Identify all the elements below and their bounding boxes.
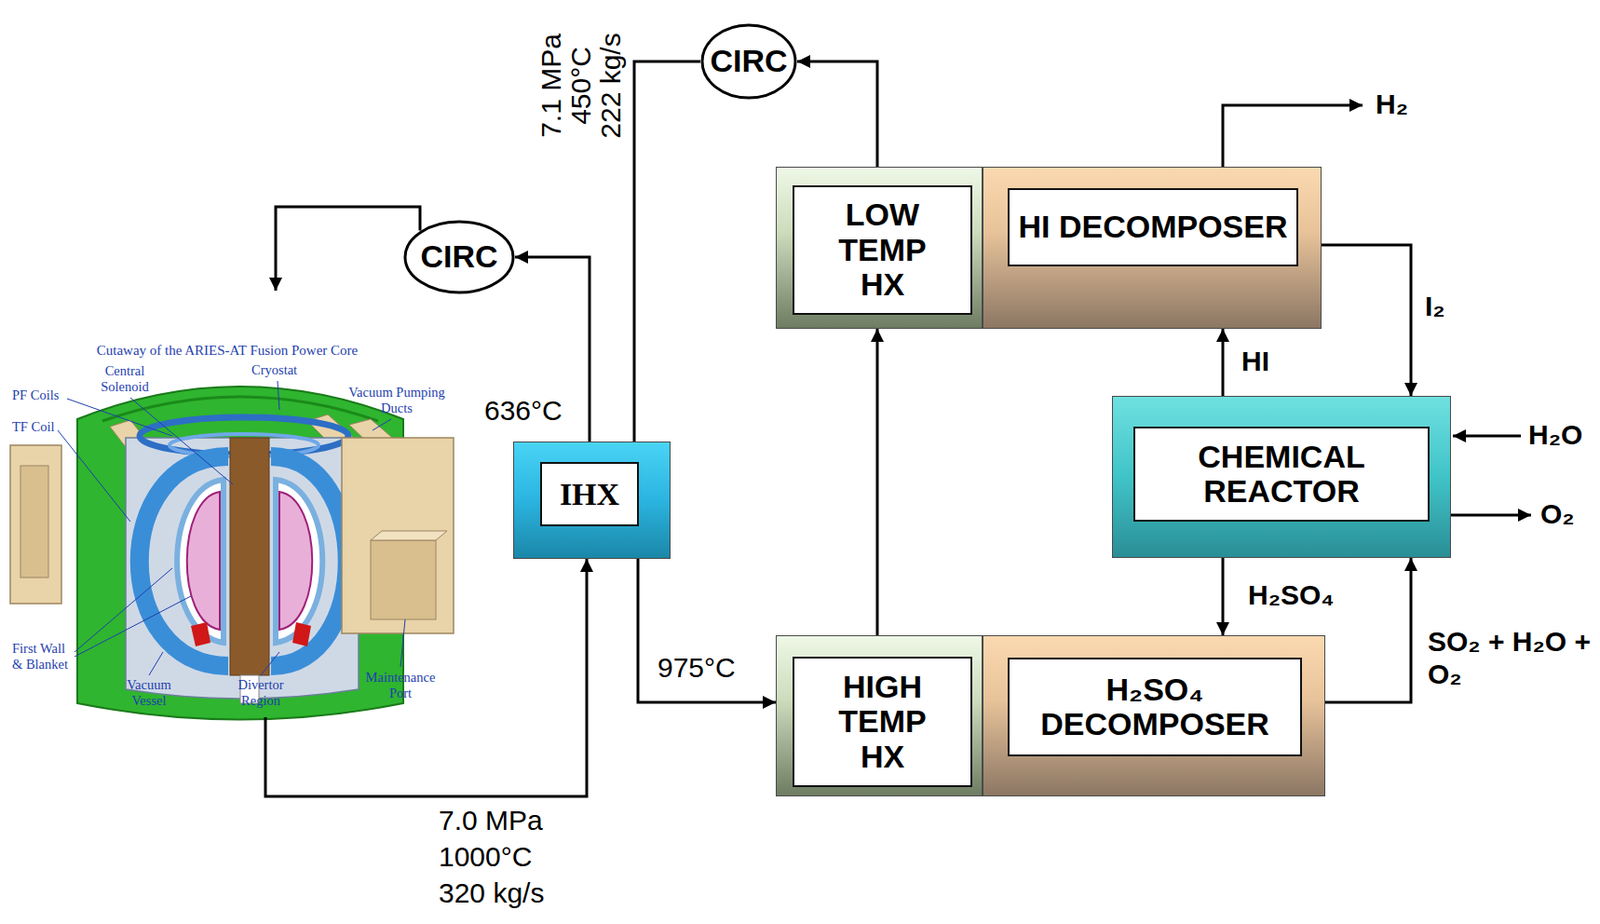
edge-label: H₂SO₄ [1247, 579, 1335, 612]
label-panel: IHX [540, 461, 639, 527]
node-label: CIRC [709, 43, 787, 79]
drawing-part [341, 437, 454, 634]
drawing-part [20, 465, 49, 578]
heat-exchanger-box: HIGH TEMP HX [775, 635, 983, 797]
label-panel: CHEMICAL REACTOR [1133, 426, 1430, 522]
node-label: LOW TEMP HX [813, 197, 953, 302]
heat-exchanger-box: LOW TEMP HX [775, 166, 983, 329]
label-panel: HIGH TEMP HX [792, 656, 973, 787]
leader-lines [57, 380, 406, 676]
edge-label: SO₂ + H₂O + O₂ [1427, 625, 1594, 691]
heat-exchanger-box: IHX [513, 441, 671, 559]
part-label: Vacuum Vessel [114, 677, 184, 708]
part-label: Maintenance Port [355, 669, 446, 701]
condition-label: 7.0 MPa [438, 804, 543, 838]
circulator-outline [702, 25, 796, 98]
drawing-part [125, 437, 359, 699]
edge-label: HI [1241, 345, 1270, 379]
drawing-part [292, 622, 312, 647]
edge-label: I₂ [1424, 290, 1446, 324]
circulator: CIRC [403, 219, 516, 295]
node-label: IHX [559, 476, 620, 512]
condition-label: 320 kg/s [438, 877, 544, 910]
product-arrow [1450, 514, 1532, 517]
reactor-core: Cutaway of the ARIES-AT Fusion Power Cor… [0, 290, 455, 718]
drawing-part [67, 398, 173, 436]
decomposer-box: HI DECOMPOSER [982, 166, 1322, 329]
figure-title: Cutaway of the ARIES-AT Fusion Power Cor… [0, 341, 455, 359]
flow-connector [1221, 557, 1225, 636]
node-label: HI DECOMPOSER [1017, 209, 1288, 245]
flow-connector [275, 206, 421, 291]
edge-label: 636°C [484, 394, 563, 428]
circulator: CIRC [700, 23, 798, 100]
drawing-part [275, 479, 323, 643]
product-arrow [1222, 105, 1363, 167]
reactor-box: CHEMICAL REACTOR [1111, 395, 1451, 558]
drawing-part [277, 380, 280, 410]
flow-connector [265, 558, 587, 797]
reactor-cutaway [10, 386, 454, 720]
part-label: First Wall & Blanket [12, 640, 78, 672]
part-label: Central Solenoid [91, 363, 159, 394]
drawing-part [130, 397, 233, 485]
condition-label: 1000°C [438, 840, 532, 874]
flow-connector [797, 61, 878, 167]
drawing-part [279, 491, 312, 630]
drawing-part [370, 540, 436, 620]
part-label: PF Coils [12, 387, 59, 404]
decomposer-box: H₂SO₄ DECOMPOSER [982, 635, 1326, 797]
drawing-part [10, 445, 62, 604]
edge-label: 975°C [657, 651, 736, 685]
part-label: Vacuum Pumping Ducts [335, 384, 459, 416]
circulator-outline [405, 221, 514, 293]
flow-connector [634, 61, 701, 442]
node-label: H₂SO₄ DECOMPOSER [1015, 672, 1295, 743]
label-panel: HI DECOMPOSER [1007, 188, 1299, 267]
feed-arrow [1452, 434, 1521, 438]
label-panel: H₂SO₄ DECOMPOSER [1007, 657, 1302, 757]
drawing-part [260, 651, 280, 676]
flow-connector [1321, 244, 1411, 396]
drawing-part [230, 437, 270, 676]
part-label: Cryostat [251, 362, 298, 379]
node-label: CIRC [420, 239, 498, 274]
flow-connector [1221, 328, 1225, 396]
part-label: Divertor Region [226, 677, 296, 708]
drawing-part [271, 456, 348, 666]
label-panel: LOW TEMP HX [792, 185, 973, 315]
node-label: CHEMICAL REACTOR [1141, 439, 1422, 510]
node-label: HIGH TEMP HX [813, 669, 953, 774]
drawing-part [139, 456, 229, 666]
stream-label: H₂ [1375, 88, 1409, 122]
drawing-part [400, 619, 406, 667]
drawing-part [74, 596, 191, 657]
drawing-part [372, 419, 392, 431]
flow-connector [637, 558, 776, 703]
stream-label: H₂O [1528, 419, 1583, 452]
drawing-part [57, 430, 131, 522]
flow-connector [1325, 557, 1411, 703]
drawing-part [370, 530, 448, 541]
condition-label: 450°C [565, 46, 598, 125]
drawing-part [149, 651, 163, 676]
drawing-part [176, 479, 224, 643]
condition-label: 222 kg/s [595, 32, 628, 138]
drawing-part [187, 491, 220, 630]
drawing-part [190, 622, 211, 647]
drawing-part [74, 568, 173, 652]
condition-label: 7.1 MPa [535, 33, 569, 138]
flow-connector [876, 328, 880, 636]
stream-label: O₂ [1540, 498, 1575, 531]
part-label: TF Coil [12, 419, 55, 435]
